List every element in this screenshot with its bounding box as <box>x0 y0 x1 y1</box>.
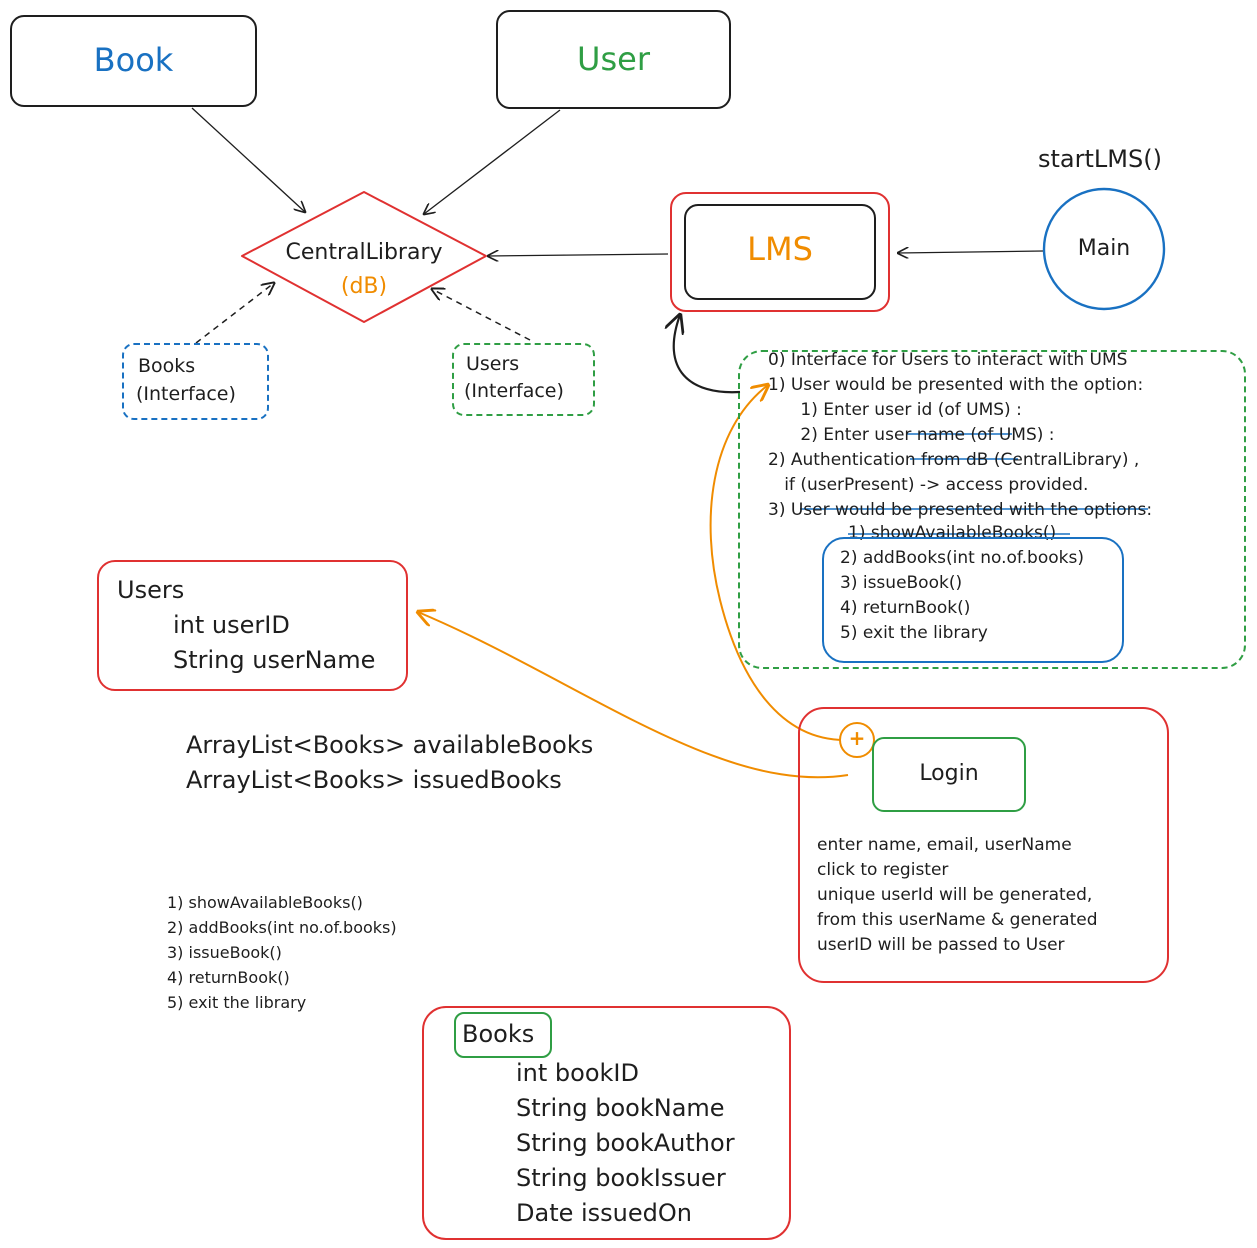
flow-note-line: 1) User would be presented with the opti… <box>768 375 1144 395</box>
arrow-login-to-notes <box>709 385 846 741</box>
login-notes: enter name, email, userName click to reg… <box>817 833 1098 958</box>
login-note-line: click to register <box>817 860 949 880</box>
central-library-diamond[interactable] <box>241 191 487 323</box>
flow-options-list: 2) addBooks(int no.of.books) 3) issueBoo… <box>840 546 1084 646</box>
books-class-fields: int bookID String bookName String bookAu… <box>516 1056 735 1231</box>
array-list-line: ArrayList<Books> issuedBooks <box>186 766 562 794</box>
books-class-field: String bookName <box>516 1094 725 1122</box>
flow-note-line: 2) Authentication from dB (CentralLibrar… <box>768 450 1140 470</box>
arrow-lms-to-library <box>488 254 669 256</box>
main-circle[interactable] <box>1042 187 1166 311</box>
flow-options-frame <box>822 537 1124 663</box>
users-class-title: Users <box>117 576 185 604</box>
book-label: Book <box>93 41 174 79</box>
login-note-line: userID will be passed to User <box>817 935 1065 955</box>
books-interface-label-2: (Interface) <box>136 383 236 405</box>
array-list-line: ArrayList<Books> availableBooks <box>186 731 594 759</box>
users-class-node[interactable]: Users int userID String userName <box>97 560 408 691</box>
array-list-declarations: ArrayList<Books> availableBooks ArrayLis… <box>186 728 593 798</box>
books-class-field: Date issuedOn <box>516 1199 692 1227</box>
login-container <box>798 707 1169 983</box>
books-class-field: int bookID <box>516 1059 639 1087</box>
flow-note-line: if (userPresent) -> access provided. <box>768 475 1089 495</box>
user-label: User <box>577 40 650 78</box>
flow-note-line: 2) Enter user name (of UMS) : <box>768 425 1055 445</box>
central-library-sub-label: (dB) <box>340 274 388 299</box>
users-class-field: int userID <box>173 611 290 639</box>
main-caption: startLMS() <box>1038 145 1162 173</box>
arrow-book-to-library <box>191 107 305 212</box>
book-node[interactable]: Book <box>10 15 257 107</box>
arrow-notes-to-lms <box>674 315 741 394</box>
books-class-field: String bookAuthor <box>516 1129 735 1157</box>
login-marker-circle <box>839 722 875 758</box>
books-interface-label-1: Books <box>138 355 196 377</box>
books-class-title-frame <box>454 1012 552 1058</box>
flow-note-line: 1) Enter user id (of UMS) : <box>768 400 1022 420</box>
menu-list-item: 5) exit the library <box>167 993 307 1012</box>
arrow-users-interface-to-library <box>432 289 531 341</box>
login-note-line: from this userName & generated <box>817 910 1098 930</box>
login-note-line: unique userId will be generated, <box>817 885 1093 905</box>
login-label: Login <box>919 761 979 786</box>
menu-list: 1) showAvailableBooks() 2) addBooks(int … <box>167 890 397 1015</box>
central-library-label: CentralLibrary <box>285 240 443 265</box>
flow-note-line: 0) Interface for Users to interact with … <box>768 350 1128 370</box>
lms-node[interactable]: LMS <box>670 192 890 312</box>
user-node[interactable]: User <box>496 10 731 109</box>
users-interface-node[interactable]: Users (Interface) <box>452 343 595 416</box>
menu-list-item: 3) issueBook() <box>167 943 282 962</box>
lms-label: LMS <box>747 230 813 268</box>
users-class-field: String userName <box>173 646 376 674</box>
login-marker: + <box>848 726 866 750</box>
arrow-login-to-users-class <box>418 612 849 779</box>
lms-inner-frame <box>684 204 876 300</box>
login-note-line: enter name, email, userName <box>817 835 1072 855</box>
flow-option: 4) returnBook() <box>840 598 971 618</box>
menu-list-item: 1) showAvailableBooks() <box>167 893 363 912</box>
users-interface-label-1: Users <box>466 353 520 375</box>
flow-notes-text: 0) Interface for Users to interact with … <box>768 348 1152 523</box>
menu-list-item: 2) addBooks(int no.of.books) <box>167 918 397 937</box>
menu-list-item: 4) returnBook() <box>167 968 290 987</box>
flow-option: 3) issueBook() <box>840 573 963 593</box>
books-class-node[interactable]: Books int bookID String bookName String … <box>422 1006 791 1240</box>
flow-notes-frame <box>738 350 1246 669</box>
flow-note-line: 3) User would be presented with the opti… <box>768 500 1153 520</box>
arrow-user-to-library <box>424 109 561 214</box>
login-button[interactable]: Login <box>872 737 1026 812</box>
main-label: Main <box>1077 236 1131 261</box>
arrow-main-to-lms <box>898 251 1044 253</box>
flow-option: 5) exit the library <box>840 623 988 643</box>
arrow-books-interface-to-library <box>195 283 274 344</box>
books-interface-node[interactable]: Books (Interface) <box>122 343 269 420</box>
books-class-title: Books <box>462 1020 535 1048</box>
flow-option: 2) addBooks(int no.of.books) <box>840 548 1084 568</box>
users-interface-label-2: (Interface) <box>464 380 564 402</box>
books-class-field: String bookIssuer <box>516 1164 726 1192</box>
